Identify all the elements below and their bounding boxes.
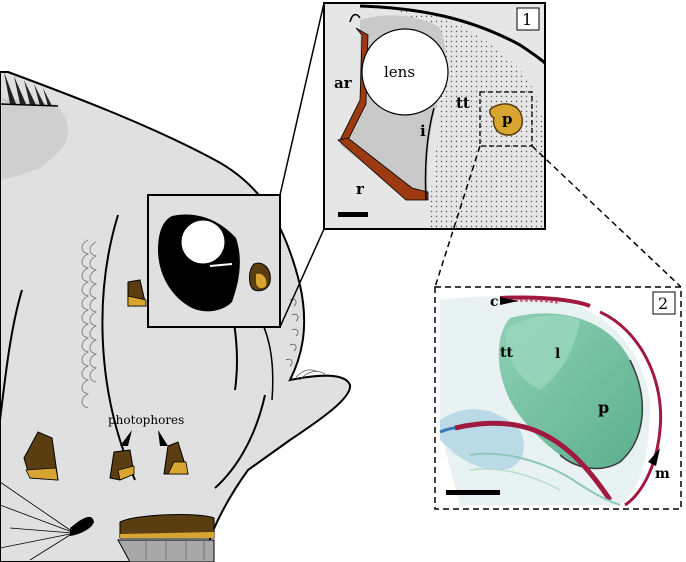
label-i: i: [420, 122, 426, 140]
label-r: r: [356, 180, 365, 198]
label-l: l: [555, 346, 560, 362]
panel-1: 1 lens ar tt p i r: [323, 2, 546, 230]
connector-top: [279, 2, 325, 196]
label-tt-2: tt: [500, 345, 513, 361]
label-ar: ar: [334, 74, 353, 92]
label-tt: tt: [456, 94, 470, 112]
label-p-2: p: [598, 398, 609, 417]
panel-1-number: 1: [522, 10, 532, 29]
dorsal-spines: [4, 72, 52, 106]
label-lens: lens: [384, 63, 415, 81]
arrow-c: [500, 297, 518, 305]
photophore-4: [163, 441, 189, 475]
label-c: c: [490, 294, 499, 310]
arrow-m: [648, 448, 660, 466]
label-p: p: [502, 110, 513, 128]
connector-dashed-left: [434, 145, 481, 288]
eye-inset-box: [147, 194, 281, 328]
connector-bottom: [279, 228, 325, 328]
lateral-line: [81, 239, 98, 409]
barbel: [70, 516, 94, 536]
panel-2-number: 2: [658, 294, 668, 313]
photophores-arrow-right: [158, 430, 168, 446]
connector-dashed-right: [531, 145, 682, 288]
snout-bristles: [285, 298, 326, 381]
scale-bar-1: [338, 212, 368, 217]
photophore-2: [23, 431, 59, 481]
scale-bar-2: [446, 490, 500, 495]
label-m: m: [655, 466, 670, 482]
head-top-shading: [2, 98, 69, 180]
ventral-photophores: [117, 514, 215, 562]
photophore-1: [127, 279, 147, 307]
photophores-arrow-left: [120, 430, 132, 446]
photophores-label: photophores: [108, 413, 184, 427]
panel-2: 2 c tt l p m: [434, 286, 682, 510]
photophore-3: [109, 449, 135, 481]
